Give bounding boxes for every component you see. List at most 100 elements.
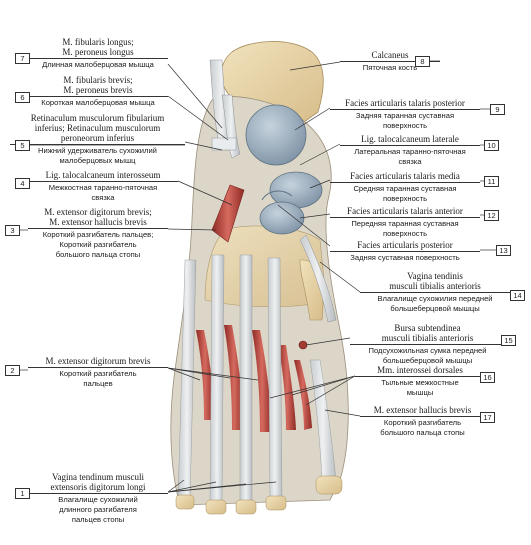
subtendinous-bursa (298, 340, 308, 350)
russian-term: Передняя таранная суставная (351, 219, 459, 228)
leader-line-1 (167, 479, 185, 493)
latin-term: M. extensor hallucis brevis (49, 217, 147, 227)
tibialis-anterior-sheath (299, 234, 337, 323)
label-rule (10, 144, 185, 145)
russian-term: пальцев стопы (71, 515, 125, 524)
leader-line-16 (269, 375, 356, 399)
russian-term: Латеральная таранно-пяточная (354, 147, 466, 156)
label-3: M. extensor digitorum brevis;M. extensor… (28, 207, 168, 260)
label-rule (28, 96, 168, 97)
label-number-3: 3 (5, 225, 20, 236)
label-number-15: 15 (501, 335, 516, 346)
russian-term: Тыльные межкостные (381, 378, 459, 387)
label-rule (28, 493, 168, 494)
latin-term: M. peroneus brevis (63, 85, 133, 95)
label-number-2: 2 (5, 365, 20, 376)
leader-line-2 (167, 367, 201, 381)
latin-term: Facies articularis posterior (357, 240, 453, 250)
label-rule (330, 217, 480, 218)
label-rule (330, 109, 480, 110)
russian-term: Нижний удерживатель сухожилий (38, 146, 157, 155)
latin-term: Calcaneus (371, 50, 409, 60)
russian-term: Влагалище сухожилия передней (377, 294, 493, 303)
label-number-4: 4 (15, 178, 30, 189)
latin-term: Vagina tendinum musculi (52, 472, 144, 482)
label-rule (28, 228, 168, 229)
leader-line-1 (167, 481, 217, 493)
latin-term: peroneorum inferius (60, 133, 135, 143)
russian-term: Влагалище сухожилий (58, 495, 138, 504)
leader-line-10 (299, 143, 341, 166)
leader-line-8 (289, 61, 341, 71)
interosseous-belly-1 (278, 345, 296, 430)
russian-term: пальцев (83, 379, 113, 388)
russian-term: Подсухожильная сумка передней (368, 346, 487, 355)
label-rule (330, 182, 480, 183)
leader-line-16 (305, 375, 356, 406)
label-rule (340, 145, 480, 146)
latin-term: M. extensor hallucis brevis (373, 405, 472, 415)
latin-term: Lig. talocalcaneum interosseum (45, 170, 161, 180)
latin-term: Lig. talocalcaneum laterale (361, 134, 459, 144)
leader-line-5 (184, 141, 223, 151)
leader-line-9 (294, 107, 331, 131)
leader-line-4 (177, 180, 233, 206)
edb-belly-3 (252, 330, 272, 432)
latin-term: M. fibularis brevis; (63, 75, 133, 85)
russian-term: Средняя таранная суставная (353, 184, 457, 193)
latin-term: M. peroneus longus (62, 47, 134, 57)
label-rule (340, 61, 440, 62)
label-rule (360, 416, 485, 417)
edb-belly-2 (224, 325, 244, 430)
interosseous-belly-2 (294, 360, 312, 430)
russian-term: Короткий разгибатель (59, 240, 137, 249)
label-rule (28, 58, 168, 59)
russian-term: Пяточная кость (362, 63, 418, 72)
russian-term: связка (398, 157, 422, 166)
label-rule (355, 376, 485, 377)
russian-term: поверхность (382, 229, 428, 238)
russian-term: поверхность (382, 121, 428, 130)
latin-term: extensoris digitorum longi (50, 482, 146, 492)
leader-line-2 (167, 367, 259, 381)
label-number-6: 6 (15, 92, 30, 103)
peroneal-retinaculum (211, 137, 237, 151)
russian-term: малоберцовых мышц (59, 156, 136, 165)
russian-term: большеберцовой мышцы (390, 304, 480, 313)
leader-line-16 (291, 375, 356, 396)
leader-line-17 (324, 409, 361, 417)
russian-term: Межкостная таранно-пяточная (48, 183, 158, 192)
russian-term: Короткая малоберцовая мышца (41, 98, 155, 107)
russian-term: Короткий разгибатель (383, 418, 462, 427)
latin-term: musculi tibialis anterioris (381, 333, 474, 343)
edb-belly-1 (196, 330, 214, 420)
label-number-1: 1 (15, 488, 30, 499)
russian-term: большого пальца стопы (55, 250, 141, 259)
anterior-talar-facet (259, 201, 305, 235)
russian-term: большого пальца стопы (380, 428, 465, 437)
label-number-17: 17 (480, 412, 495, 423)
russian-term: большеберцовой мышцы (382, 356, 473, 365)
russian-term: длинного разгибателя (59, 505, 137, 514)
posterior-talar-facet (245, 104, 307, 166)
posterior-articular-surface (261, 190, 293, 201)
extensor-tendons (177, 254, 283, 506)
label-number-14: 14 (510, 290, 525, 301)
latin-term: Facies articularis talaris posterior (345, 98, 465, 108)
label-number-8: 8 (415, 56, 430, 67)
label-number-10: 10 (484, 140, 499, 151)
latin-term: M. extensor digitorum brevis; (44, 207, 152, 217)
label-rule (330, 251, 480, 252)
latin-term: inferius; Retinaculum musculorum (34, 123, 161, 133)
